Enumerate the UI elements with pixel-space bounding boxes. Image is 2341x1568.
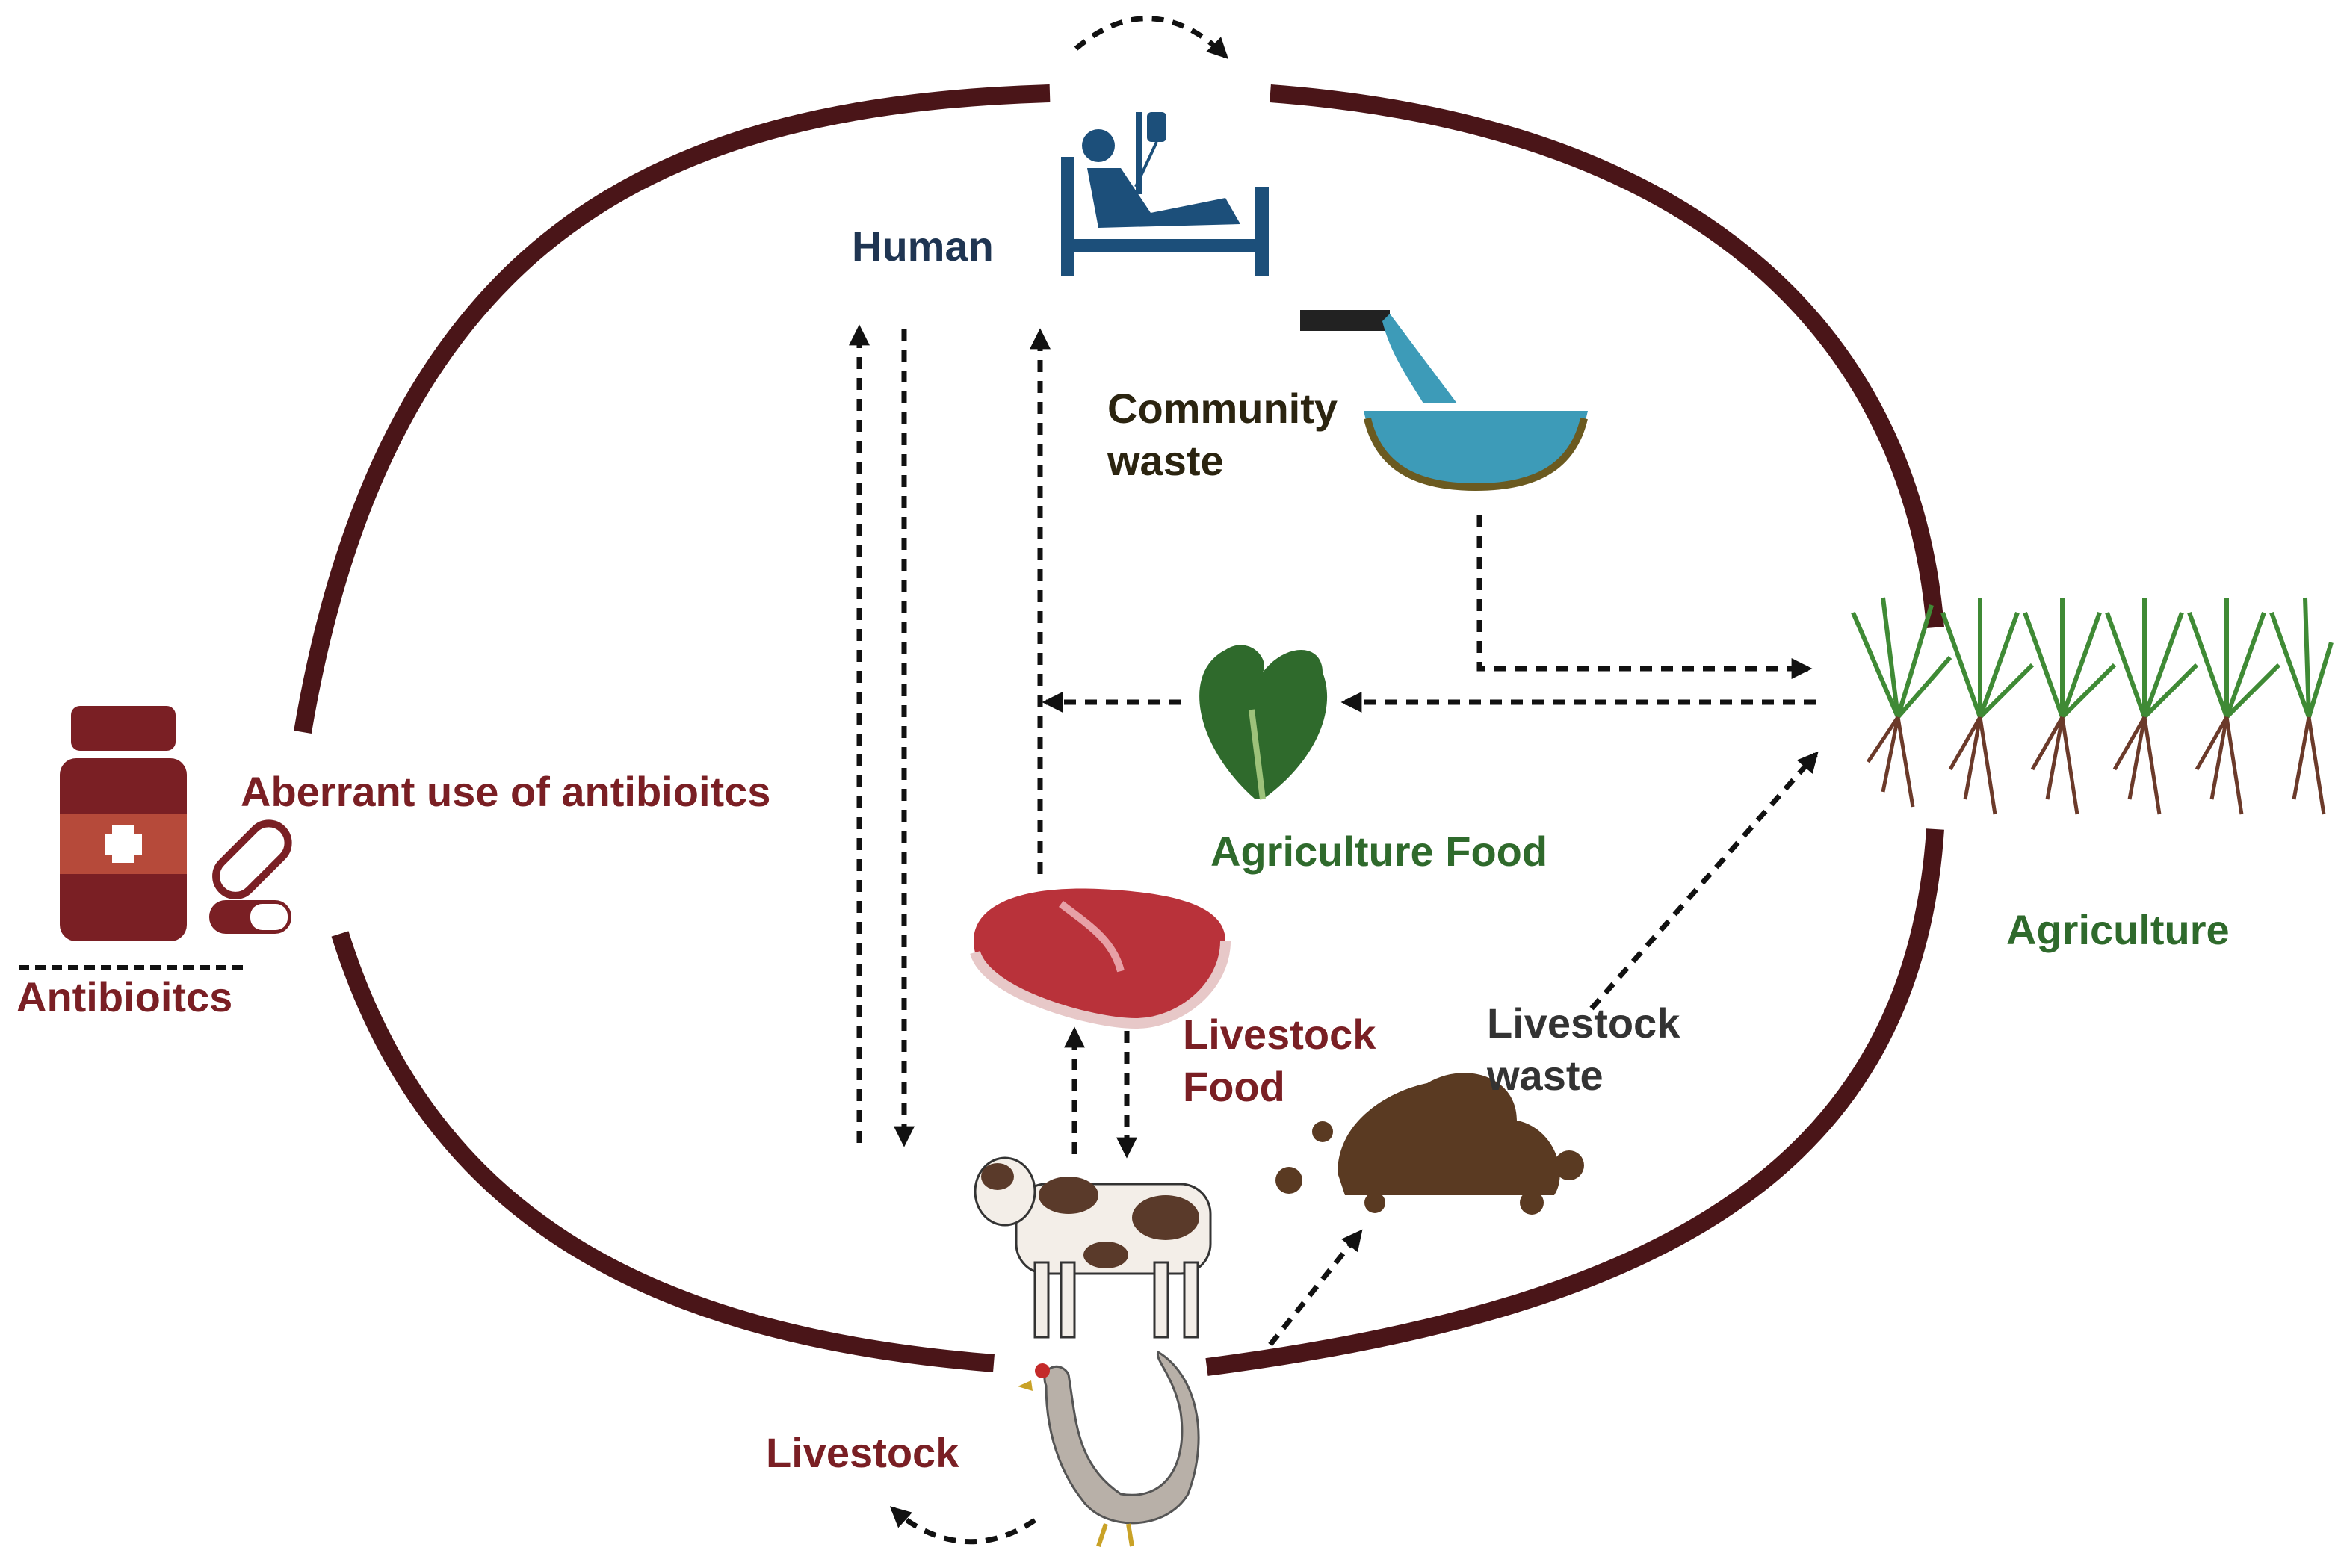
cycle-ellipse: [294, 84, 1944, 1376]
aberrant-use-label: Aberrant use of antibioitcs: [241, 768, 771, 815]
hospital-bed-icon: [1061, 112, 1269, 276]
community-waste-label: Community waste: [1107, 385, 1338, 484]
arrow-human-cycle: [1074, 16, 1228, 59]
human-label: Human: [852, 223, 994, 270]
arrow-livestock-cycle: [889, 1506, 1036, 1545]
wastewater-icon: [1300, 310, 1588, 492]
chicken-icon: [1018, 1350, 1200, 1547]
livestock-food-label: Livestock Food: [1183, 1011, 1376, 1110]
cycle-arc-bottom-left: [331, 931, 995, 1372]
raw-meat-icon: [970, 888, 1231, 1029]
flow-arrows: [849, 16, 1819, 1545]
cow-icon: [974, 1156, 1212, 1339]
arrow-community-to-agriculture: [1476, 515, 1813, 679]
antibiotics-label: Antibioitcs: [16, 973, 233, 1020]
leafy-vegetable-icon: [1199, 645, 1328, 800]
cycle-arc-right: [1205, 828, 1944, 1376]
arrow-livestock-to-manure: [1268, 1229, 1363, 1347]
agriculture-label: Agriculture: [2006, 906, 2230, 953]
pills-icon: [209, 819, 292, 934]
crop-plants-icon: [1851, 597, 2334, 815]
livestock-waste-label: Livestock waste: [1487, 1000, 1680, 1099]
cycle-arc-top-right: [1270, 84, 1944, 628]
manure-pile-icon: [1275, 1073, 1584, 1215]
cycle-arc-top-left: [294, 84, 1051, 734]
livestock-label: Livestock: [766, 1429, 959, 1476]
medicine-bottle-icon: [60, 706, 187, 941]
arrow-manure-to-agriculture: [1589, 751, 1819, 1011]
agriculture-food-label: Agriculture Food: [1210, 828, 1548, 875]
